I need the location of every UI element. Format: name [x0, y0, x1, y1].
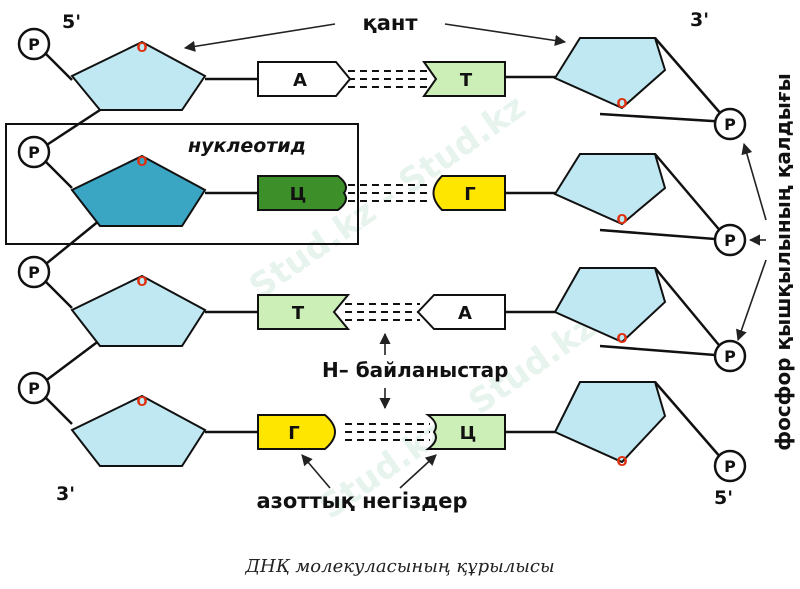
ring-oxygen: O — [136, 275, 147, 290]
sugar-pentagon — [553, 381, 667, 464]
phosphate-residue-label: фосфор қышқылының қалдығы — [771, 73, 795, 451]
phosphate-circle: P — [17, 27, 51, 61]
sugar-pentagon — [553, 153, 667, 226]
svg-text:P: P — [724, 115, 736, 134]
base-label: Г — [288, 423, 299, 444]
sugar-base-bonds — [205, 75, 555, 434]
base-pair-4: Г Ц — [257, 414, 506, 450]
strand-end-3prime: 3' — [690, 9, 709, 31]
sugar-pentagon — [70, 40, 207, 111]
sugar-pentagon-highlighted — [70, 154, 207, 227]
ring-oxygen: O — [136, 155, 147, 170]
base-guanine — [432, 175, 506, 211]
base-label: Ц — [290, 184, 307, 205]
base-pair-2: Ц Г — [257, 175, 506, 211]
nucleotide-box — [5, 123, 359, 245]
phosphate-circle: P — [17, 135, 51, 169]
svg-text:P: P — [28, 263, 40, 282]
svg-text:P: P — [724, 457, 736, 476]
base-thymine — [422, 61, 506, 97]
base-cytosine — [425, 414, 506, 450]
ring-oxygen: O — [136, 41, 147, 56]
ring-oxygen: O — [616, 332, 627, 347]
ring-oxygen-labels: O O O O O O O O — [136, 41, 627, 470]
sugar-pentagon — [553, 37, 667, 110]
base-guanine — [257, 414, 336, 450]
ring-oxygen: O — [616, 213, 627, 228]
sugar-pentagon — [70, 394, 207, 467]
left-backbone — [35, 43, 101, 425]
hydrogen-bonds — [345, 70, 430, 441]
left-sugars — [70, 40, 207, 467]
strand-end-3prime: 3' — [56, 483, 75, 505]
base-label: Т — [292, 303, 305, 324]
sugar-arrows — [183, 23, 567, 52]
phosphate-circle: P — [713, 449, 747, 483]
h-bonds-label: H– байланыстар — [322, 358, 508, 382]
strand-end-5prime: 5' — [714, 487, 733, 509]
nitrogen-bases-label: азоттық негіздер — [256, 489, 467, 513]
phosphate-circle: P — [713, 107, 747, 141]
nitrogen-base-arrows — [301, 454, 437, 489]
nucleotide-label: нуклеотид — [188, 135, 306, 157]
base-label: А — [293, 70, 307, 91]
sugar-pentagon — [70, 274, 207, 347]
base-label: Ц — [460, 423, 477, 444]
phosphate-groups: P P P P P P P P — [17, 27, 747, 483]
strand-end-labels: 5' 3' 3' 5' — [56, 9, 733, 509]
base-pair-3: Т А — [257, 294, 506, 330]
phosphate-circle: P — [17, 255, 51, 289]
svg-text:P: P — [724, 347, 736, 366]
ring-oxygen: O — [136, 395, 147, 410]
phosphate-circle: P — [713, 223, 747, 257]
base-thymine — [257, 294, 351, 330]
base-label: Т — [460, 70, 473, 91]
ring-oxygen: O — [616, 97, 627, 112]
base-pair-1: А Т — [257, 61, 506, 97]
sugar-label: қант — [362, 11, 418, 35]
phosphate-arrows — [736, 142, 767, 342]
phosphate-circle: P — [17, 371, 51, 405]
base-label: А — [458, 303, 472, 324]
svg-text:P: P — [28, 143, 40, 162]
svg-text:P: P — [724, 231, 736, 250]
base-label: Г — [464, 184, 475, 205]
right-backbone — [599, 37, 729, 467]
svg-text:P: P — [28, 379, 40, 398]
base-adenine — [257, 61, 352, 97]
right-sugars — [553, 37, 667, 464]
base-cytosine — [257, 175, 347, 211]
phosphate-circle: P — [713, 339, 747, 373]
figure-caption: ДНҚ молекуласының құрылысы — [244, 556, 554, 577]
ring-oxygen: O — [616, 455, 627, 470]
base-adenine — [416, 294, 506, 330]
strand-end-5prime: 5' — [62, 11, 81, 33]
svg-text:P: P — [28, 35, 40, 54]
sugar-pentagon — [553, 267, 667, 344]
